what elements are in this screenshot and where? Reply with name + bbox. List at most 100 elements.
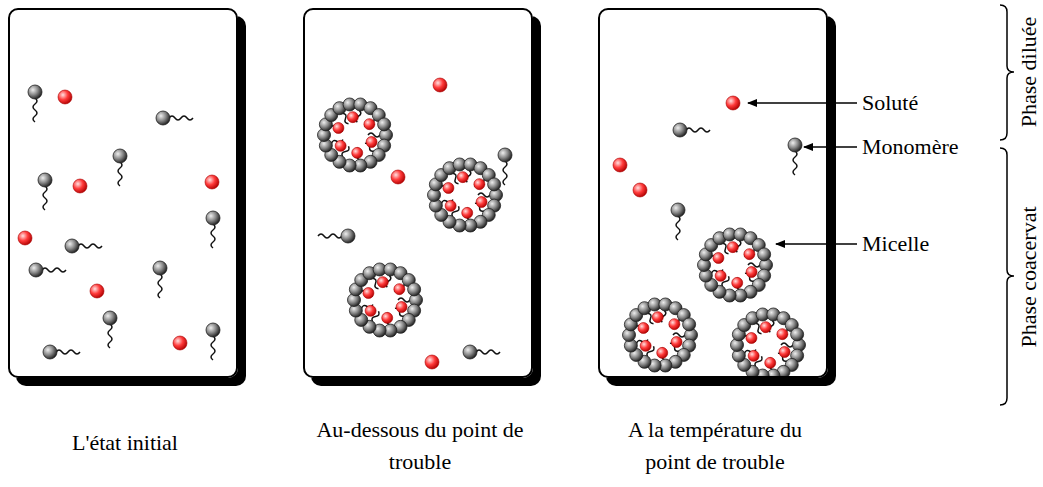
solute	[333, 122, 344, 133]
solute	[732, 277, 743, 288]
panel-frame	[598, 8, 828, 378]
surfactant-head	[788, 138, 802, 152]
surfactant-head	[28, 85, 42, 99]
monomer	[206, 323, 220, 360]
solute	[765, 357, 776, 368]
solute	[746, 267, 757, 278]
surfactant-tail	[318, 234, 342, 238]
surfactant-tail	[42, 268, 66, 272]
panel-caption: A la température du point de trouble	[609, 414, 821, 478]
surfactant-tail	[211, 336, 215, 360]
panel: L'état initial	[8, 8, 248, 483]
surfactant-tail	[676, 216, 680, 240]
solute	[445, 200, 456, 211]
solute	[657, 347, 668, 358]
solute	[205, 175, 219, 189]
surfactant-head	[156, 111, 170, 125]
panel-caption: Au-dessous du point de trouble	[314, 414, 526, 478]
monomer	[788, 138, 802, 175]
micelle	[698, 228, 773, 302]
phase-brace	[1000, 5, 1014, 140]
surfactant-head	[683, 318, 696, 331]
solute	[382, 312, 393, 323]
solute	[726, 96, 740, 110]
solute	[779, 347, 790, 358]
solute	[713, 252, 724, 263]
monomer	[156, 111, 193, 125]
surfactant-tail	[478, 193, 490, 197]
solute	[347, 112, 358, 123]
panel: Au-dessous du point de trouble	[303, 8, 543, 483]
monomer	[673, 123, 710, 137]
surfactant-head	[206, 211, 220, 225]
surfactant-tail	[673, 333, 685, 337]
micelle	[731, 308, 806, 382]
solute	[640, 340, 651, 351]
surfactant-tail	[33, 98, 37, 122]
solute	[715, 270, 726, 281]
surfactant-tail	[169, 116, 193, 120]
surfactant-head	[673, 123, 687, 137]
surfactant-tail	[108, 324, 112, 348]
surfactant-tail	[686, 128, 710, 132]
solute	[727, 242, 738, 253]
surfactant-tail	[118, 162, 122, 186]
solute	[748, 350, 759, 361]
monomer	[206, 211, 220, 248]
panel-caption: L'état initial	[19, 427, 231, 459]
monomer	[463, 345, 500, 359]
solute	[669, 319, 680, 330]
panel-frame	[303, 8, 533, 378]
solute	[90, 284, 104, 298]
solute	[396, 302, 407, 313]
solute	[638, 322, 649, 333]
leader-arrow	[804, 146, 857, 148]
solute	[394, 284, 405, 295]
surfactant-tail	[211, 224, 215, 248]
callout-label: Micelle	[862, 231, 929, 257]
surfactant-head	[378, 118, 391, 131]
solute	[474, 179, 485, 190]
monomer	[65, 239, 102, 253]
solute	[746, 332, 757, 343]
surfactant-head	[113, 149, 127, 163]
surfactant-head	[38, 173, 52, 187]
surfactant-head	[758, 248, 771, 261]
surfactant-head	[103, 311, 117, 325]
surfactant-tail	[158, 274, 162, 298]
surfactant-head	[488, 178, 501, 191]
surfactant-tail	[398, 298, 410, 302]
callout-label: Monomère	[862, 134, 959, 160]
phase-brace	[1000, 148, 1014, 405]
solute	[366, 137, 377, 148]
panel: A la température du point de trouble	[598, 8, 838, 483]
leader-arrow	[776, 243, 857, 245]
surfactant-tail	[503, 161, 507, 185]
monomer	[43, 345, 80, 359]
surfactant-head	[408, 283, 421, 296]
surfactant-head	[65, 239, 79, 253]
solute	[58, 90, 72, 104]
solute	[377, 277, 388, 288]
phase-label: Phase diluée	[1016, 17, 1042, 128]
solute	[433, 78, 447, 92]
surfactant-head	[43, 345, 57, 359]
monomer	[671, 203, 685, 240]
surfactant-head	[153, 261, 167, 275]
surfactant-tail	[43, 186, 47, 210]
solute	[443, 182, 454, 193]
surfactant-tail	[781, 343, 793, 347]
surfactant-head	[29, 263, 43, 277]
solute	[18, 231, 32, 245]
panel-frame	[8, 8, 238, 378]
monomer	[153, 261, 167, 298]
surfactant-tail	[78, 244, 102, 248]
micelle	[623, 298, 698, 372]
micelle	[428, 158, 503, 232]
monomer	[38, 173, 52, 210]
solute	[633, 183, 647, 197]
surfactant-head	[463, 345, 477, 359]
micelle	[318, 98, 393, 172]
monomer	[498, 148, 512, 185]
